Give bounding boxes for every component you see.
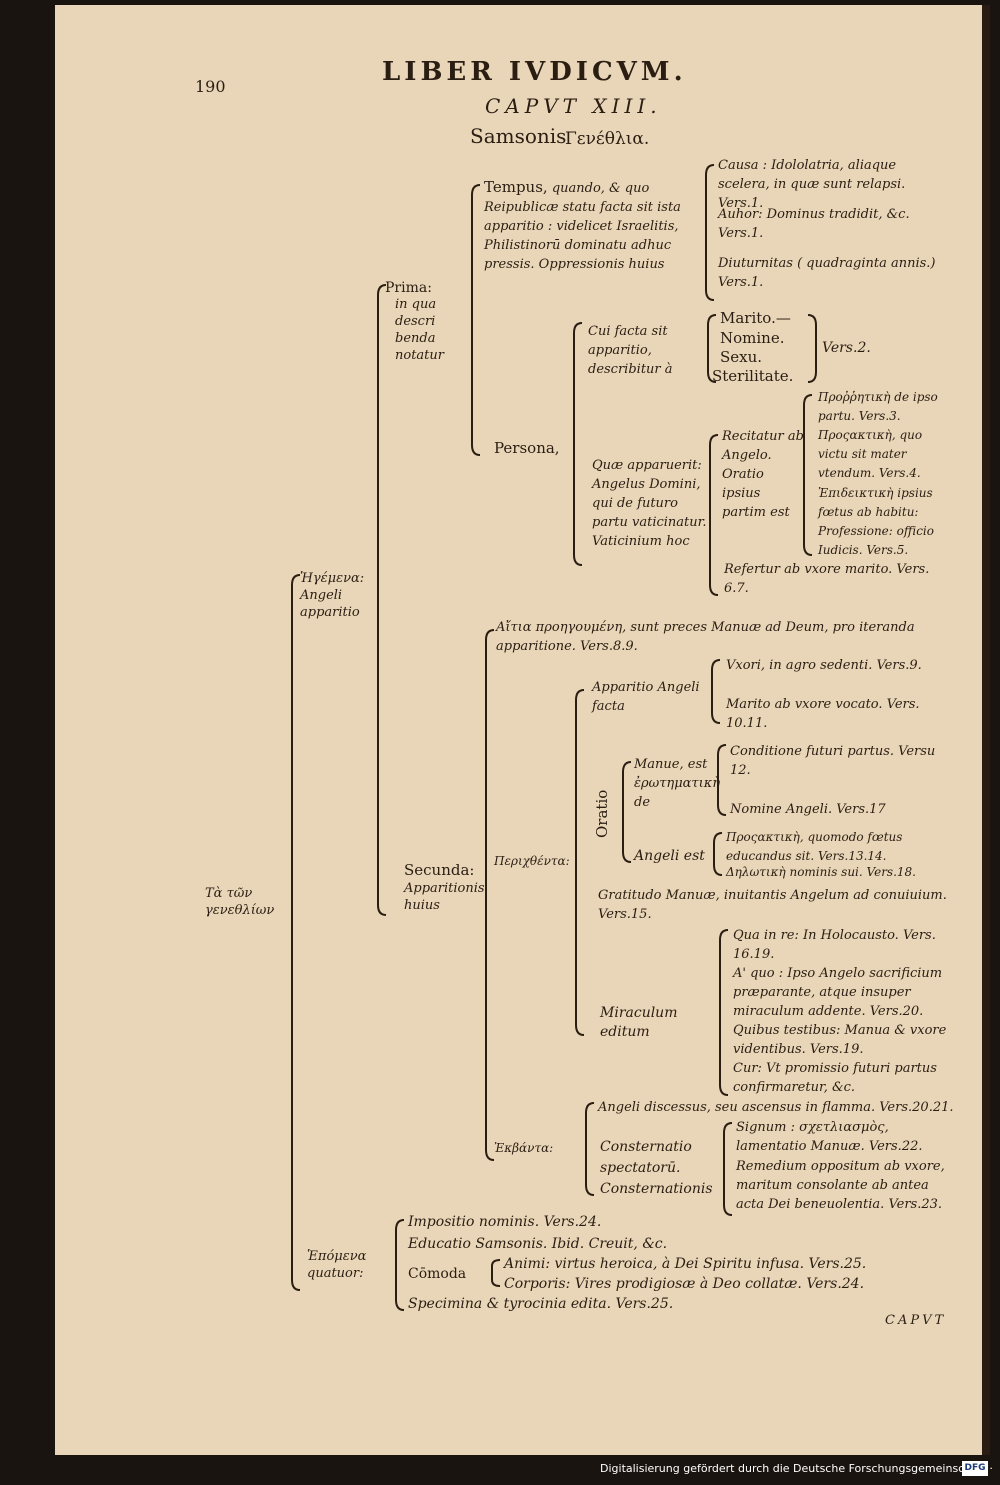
educatio-item: Educatio Samsonis. Ibid. Creuit, &c.: [408, 1236, 668, 1252]
marito-ab-item: Marito ab vxore vocato. Vers. 10.11.: [726, 697, 920, 731]
hegemena-label: Ἡγέμενα: Angeli apparitio: [300, 571, 365, 620]
epomena-label: Ἑπόμενα quatuor:: [307, 1249, 367, 1281]
apparitio-facta: Apparitio Angeli facta: [592, 680, 700, 714]
refertur-item: Refertur ab vxore marito. Vers. 6.7.: [724, 562, 930, 596]
nomine-angeli-item: Nomine Angeli. Vers.17: [730, 802, 886, 817]
title-greek: Γενέθλια.: [565, 129, 650, 149]
remedium-item: Remedium oppositum ab vxore, maritum con…: [736, 1159, 945, 1212]
page-number: 190: [195, 77, 226, 96]
animi-item: Animi: virtus heroica, à Dei Spiritu inf…: [504, 1256, 867, 1272]
consternatio-block: Consternatio spectatorū. Consternationis: [600, 1139, 713, 1197]
secunda-desc: Apparitionis huius: [404, 881, 485, 913]
quibus-item: Quibus testibus: Manua & vxore videntibu…: [733, 1023, 947, 1057]
nomine-item: Nomine.: [720, 329, 785, 347]
aitia-item: Αἴτια προηγουμένη, sunt preces Manuæ ad …: [496, 620, 915, 654]
catchword: CAPVT: [885, 1313, 947, 1328]
causa-item: Causa : Idololatria, aliaque scelera, in…: [718, 158, 906, 211]
sterilitate-item: Sterilitate.: [712, 367, 794, 385]
auhor-item: Auhor: Dominus tradidit, &c. Vers.1.: [718, 207, 910, 241]
exodia-label: Ἐκβάντα:: [494, 1141, 554, 1155]
footer-credit: Digitalisierung gefördert durch die Deut…: [600, 1462, 993, 1475]
persona-label: Persona,: [494, 439, 560, 457]
cur-item: Cur: Vt promissio futuri partus confirma…: [733, 1061, 937, 1095]
prima-label: Prima:: [385, 280, 432, 296]
tempus-block: Tempus, quando, & quo Reipublicæ statu f…: [484, 178, 681, 272]
delotike-item: Δηλωτικὴ nominis sui. Vers.18.: [726, 865, 916, 879]
chapter-heading: CAPVT XIII.: [485, 94, 662, 118]
sexu-item: Sexu.: [720, 348, 763, 366]
cui-block: Cui facta sit apparitio, describitur à: [588, 324, 673, 377]
conditione-item: Conditione futuri partus. Versu 12.: [730, 744, 936, 778]
marito-item: Marito.—: [720, 309, 791, 327]
greek-item-1: Προῤῥητικὴ de ipso partu. Vers.3.: [818, 390, 938, 423]
greek-item-2: Προςακτικὴ, quo victu sit mater vtendum.…: [818, 428, 923, 480]
qua-in-re-item: Qua in re: In Holocausto. Vers. 16.19.: [733, 928, 936, 962]
corporis-item: Corporis: Vires prodigiosæ à Deo collatæ…: [504, 1276, 865, 1292]
peracta-label: Περιχθέντα:: [494, 854, 570, 868]
a-quo-item: A' quo : Ipso Angelo sacrificium præpara…: [733, 966, 943, 1019]
gratitudo-item: Gratitudo Manuæ, inuitantis Angelum ad c…: [598, 888, 947, 922]
greek-item-3: Ἐπιδεικτικὴ ipsius fœtus ab habitu: Prof…: [818, 486, 934, 557]
running-title: LIBER IVDICVM.: [382, 57, 687, 87]
manue-block: Manue, est ἐρωτηματικὴ de: [634, 757, 721, 810]
secunda-label: Secunda:: [404, 861, 475, 879]
prosakt-item: Προςακτικὴ, quomodo fœtus educandus sit.…: [726, 830, 903, 863]
miraculum-label: Miraculum editum: [600, 1005, 678, 1040]
impositio-item: Impositio nominis. Vers.24.: [408, 1214, 602, 1230]
signum-item: Signum : σχετλιασμὸς, lamentatio Manuæ. …: [736, 1120, 923, 1154]
angeli-est-label: Angeli est: [634, 848, 705, 864]
oratio-label: Oratio: [593, 789, 611, 838]
quae-block: Quæ apparuerit: Angelus Domini, qui de f…: [592, 458, 707, 549]
prima-desc: in qua descri benda notatur: [395, 297, 444, 363]
vers2-label: Vers.2.: [822, 340, 871, 356]
angeli-discessus-item: Angeli discessus, seu ascensus in flamma…: [598, 1100, 954, 1115]
title-latin: Samsonis: [470, 124, 567, 148]
specimina-item: Specimina & tyrocinia edita. Vers.25.: [408, 1296, 674, 1312]
dfg-logo: DFG: [962, 1461, 988, 1476]
recitatur-block: Recitatur ab Angelo. Oratio ipsius parti…: [722, 429, 804, 520]
root-label: Τὰ τῶν γενεθλίων: [205, 886, 275, 918]
vxori-item: Vxori, in agro sedenti. Vers.9.: [726, 658, 922, 673]
comoda-label: Cōmoda: [408, 1266, 467, 1282]
book-page: [55, 5, 990, 1455]
diuturnitas-item: Diuturnitas ( quadraginta annis.) Vers.1…: [718, 256, 936, 290]
